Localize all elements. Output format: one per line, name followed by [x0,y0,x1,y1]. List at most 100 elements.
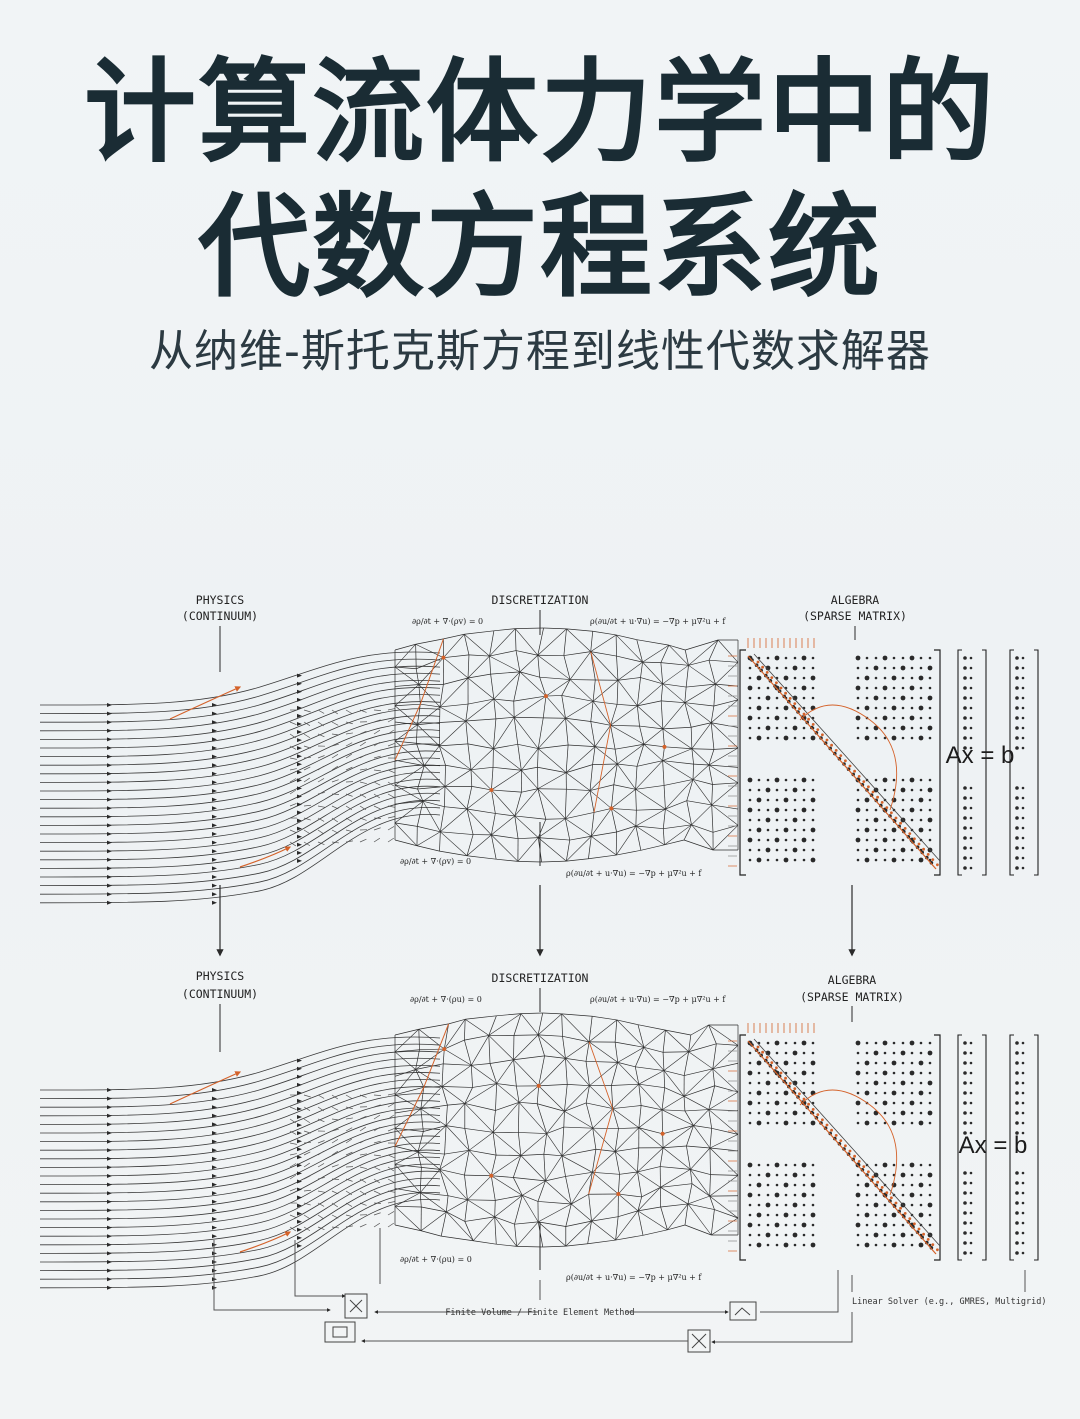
mesh-edge [468,1132,494,1151]
mesh-edge [492,1132,497,1156]
main-title-line-1: 计算流体力学中的 [84,48,996,178]
vector-mark [303,790,311,795]
vector-entry [1021,676,1025,680]
matrix-entry [792,725,798,731]
mesh-edge [443,1063,472,1066]
matrix-entry [874,838,878,842]
matrix-entry [928,1183,932,1187]
mesh-edge [708,1085,716,1110]
matrix-entry [865,1041,869,1045]
matrix-entry [757,696,761,700]
mesh-edge [642,1229,668,1236]
matrix-entry [919,1081,923,1085]
vector-mark [387,1093,395,1096]
vector-entry [963,1211,967,1215]
vector-mark [345,829,353,833]
mesh-edge [664,824,692,846]
flow-arrow [107,1122,112,1127]
vector-entry [969,786,973,790]
flow-arrow [297,1155,302,1160]
mesh-edge [592,1015,617,1021]
flow-arrow [212,823,217,828]
flow-arrow [107,1217,112,1221]
matrix-entry [747,837,753,843]
matrix-entry [928,1121,932,1125]
mesh-edge [467,677,495,700]
mesh-edge [610,725,645,745]
vector-mark [289,768,297,771]
mesh-edge [417,788,424,802]
mesh-edge [688,665,716,685]
matrix-entry [883,828,887,832]
mesh-edge [519,1101,538,1105]
vector-entry [1021,866,1025,870]
matrix-entry [756,735,762,741]
mesh-edge [538,818,566,838]
mesh-edge [690,1169,710,1197]
matrix-entry [928,828,932,832]
matrix-entry [811,838,815,842]
mesh-edge [543,1154,546,1181]
matrix-entry [909,655,915,661]
matrix-entry [756,1242,762,1248]
mesh-node [660,1131,665,1136]
matrix-entry [747,1162,753,1168]
mesh-edge [536,1085,540,1104]
vector-mark [317,1150,325,1156]
vector-mark [331,733,339,736]
matrix-entry [928,1091,932,1095]
mesh-edge [394,1094,421,1110]
vector-mark [331,1094,338,1100]
vector-entry [1021,1171,1025,1175]
vector-entry [969,806,973,810]
vector-entry [969,856,973,860]
mesh-edge [543,1133,548,1155]
matrix-entry [765,1080,771,1086]
mesh-edge [443,677,469,685]
matrix-entry [802,666,806,670]
vector-mark [387,743,395,747]
matrix-entry [766,1223,770,1227]
mesh-edge [611,808,617,833]
flow-arrow [212,754,217,759]
mesh-edge [394,1108,422,1129]
flow-arrow [297,1243,302,1248]
mesh-edge [496,1013,522,1017]
vector-mark [303,829,311,835]
mesh-edge [637,1171,661,1188]
mesh-edge [668,644,686,651]
mesh-edge [464,1174,492,1177]
matrix-entry [784,778,788,782]
mesh-edge [538,744,569,749]
matrix-entry [811,696,815,700]
mesh-edge [418,1023,449,1030]
matrix-diagonal [775,681,778,685]
mesh-edge [515,627,544,630]
mesh-edge [495,716,515,720]
mesh-edge [464,1128,494,1133]
flow-arrow [297,778,302,783]
matrix-entry [873,695,879,701]
vector-mark [373,742,381,747]
mesh-edge [439,720,466,723]
matrix-diagonal [775,1066,778,1070]
vector-entry [1015,1201,1019,1205]
mesh-edge [617,703,638,707]
mesh-edge [491,834,519,862]
mesh-edge [394,684,420,706]
matrix-entry [775,848,779,852]
mesh-edge [490,834,497,860]
mesh-edge [537,788,566,819]
mesh-edge [638,1070,665,1085]
matrix-entry [802,1061,806,1065]
mesh-edge [642,661,661,663]
mesh-edge [512,1177,523,1196]
matrix-entry [873,1110,879,1116]
matrix-entry [928,656,932,660]
mesh-edge [420,703,440,708]
matrix-entry [892,1111,896,1115]
matrix-entry [757,848,761,852]
sparse-matrix [728,1023,1039,1261]
matrix-entry [865,818,869,822]
vector-mark [373,1140,381,1144]
